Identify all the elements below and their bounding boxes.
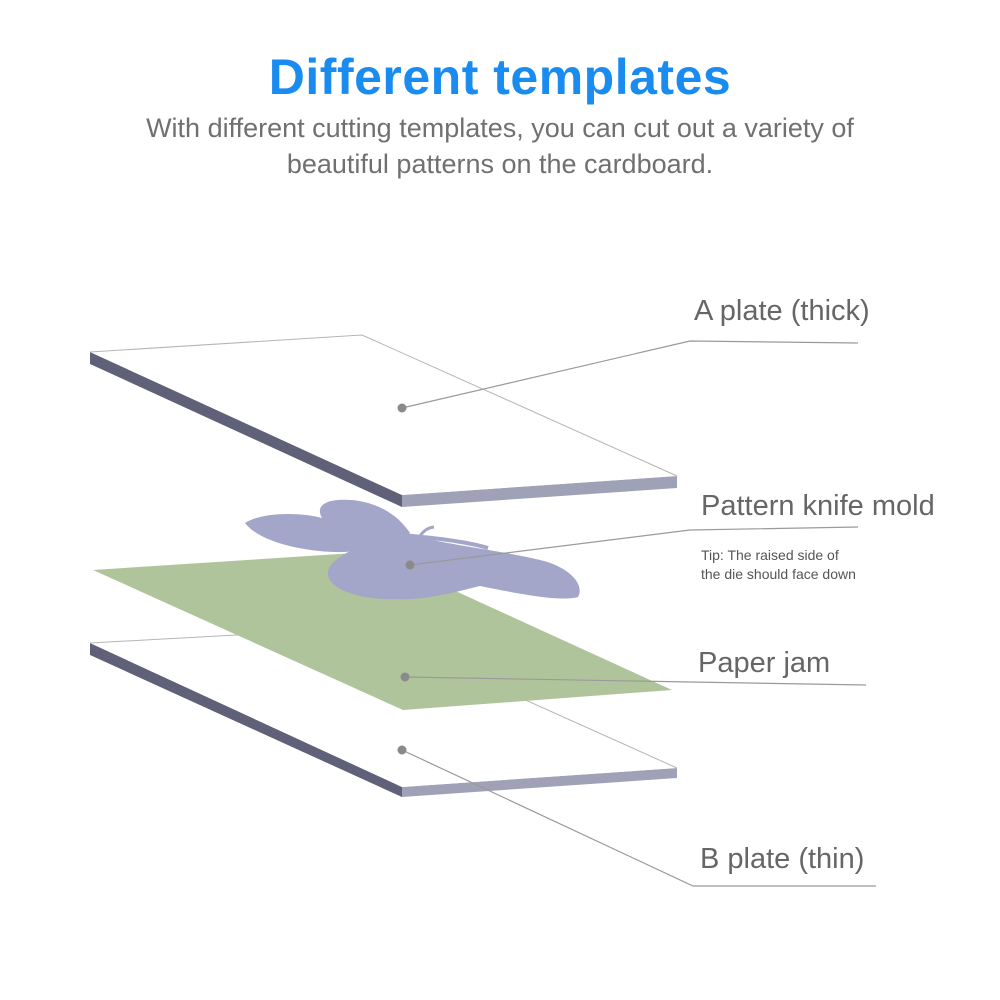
subtitle-line-2: beautiful patterns on the cardboard. <box>286 149 714 179</box>
leader-pattern-mold <box>409 526 859 566</box>
leader-dots <box>397 403 415 755</box>
leader-a-plate <box>401 340 859 409</box>
label-pattern-knife-mold: Pattern knife mold <box>701 490 935 522</box>
label-b-plate: B plate (thin) <box>700 843 865 875</box>
leader-b-plate <box>401 749 876 887</box>
page-subtitle: With different cutting templates, you ca… <box>100 110 900 182</box>
a-plate <box>89 334 678 507</box>
leader-lines <box>401 340 876 887</box>
page-title: Different templates <box>268 49 732 105</box>
paper-sheet <box>93 552 672 710</box>
tip-note: Tip: The raised side of the die should f… <box>701 546 856 584</box>
label-paper-jam: Paper jam <box>698 647 831 679</box>
label-a-plate: A plate (thick) <box>694 295 870 327</box>
tip-line-2: the die should face down <box>701 566 856 582</box>
subtitle-line-1: With different cutting templates, you ca… <box>146 113 854 143</box>
leader-paper-jam <box>404 676 867 686</box>
butterfly-mold <box>245 499 580 600</box>
tip-line-1: Tip: The raised side of <box>701 547 839 563</box>
